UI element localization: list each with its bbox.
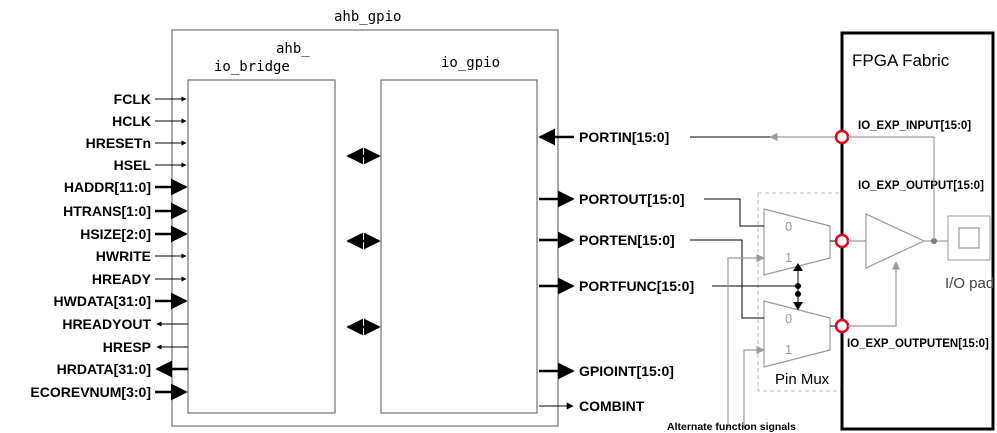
buffer-enable-route bbox=[848, 261, 901, 327]
portout-label: PORTOUT[15:0] bbox=[579, 191, 685, 207]
bridge-gpio-links bbox=[346, 147, 381, 336]
left-signal-list: FCLK HCLK HRESETn HSEL HADDR[11:0] HTRAN… bbox=[30, 91, 188, 401]
fabric-output-label: IO_EXP_OUTPUT[15:0] bbox=[858, 180, 984, 192]
fabric-input-node bbox=[834, 129, 850, 145]
signal-label: FCLK bbox=[114, 91, 151, 107]
portout-route bbox=[704, 198, 764, 227]
signal-label: ECOREVNUM[3:0] bbox=[30, 384, 151, 400]
pin-mux-label: Pin Mux bbox=[775, 371, 830, 388]
signal-label: HRESP bbox=[103, 339, 151, 355]
signal-label: HTRANS[1:0] bbox=[63, 203, 151, 219]
signal-label: HWDATA[31:0] bbox=[54, 293, 151, 309]
io-gpio-block bbox=[380, 79, 538, 414]
mux-lower bbox=[763, 300, 831, 368]
porten-label: PORTEN[15:0] bbox=[579, 232, 675, 248]
fabric-input-label: IO_EXP_INPUT[15:0] bbox=[858, 120, 971, 132]
alt-function-label: Alternate function signals bbox=[667, 421, 796, 433]
alt-function-route-1 bbox=[727, 253, 765, 428]
fabric-output-node bbox=[834, 233, 850, 249]
fabric-outputen-node bbox=[834, 318, 850, 334]
output-buffer bbox=[865, 213, 926, 269]
portfunc-label: PORTFUNC[15:0] bbox=[579, 278, 694, 294]
signal-label: HREADY bbox=[92, 271, 152, 287]
mux-upper-input-0: 0 bbox=[785, 219, 792, 234]
signal-label: HCLK bbox=[112, 113, 151, 129]
ahb-gpio-title: ahb_gpio bbox=[334, 9, 401, 25]
io-pad bbox=[947, 215, 991, 261]
signal-label: HREADYOUT bbox=[62, 316, 151, 332]
select-junction-dot bbox=[795, 291, 801, 297]
bridge-title-line1: ahb_ bbox=[276, 41, 310, 57]
fpga-fabric-title: FPGA Fabric bbox=[852, 51, 950, 70]
select-arrow-down-icon bbox=[793, 302, 803, 310]
io-gpio-title: io_gpio bbox=[441, 55, 500, 71]
io-pad-square-icon bbox=[958, 227, 980, 249]
mux-upper-input-1: 1 bbox=[785, 250, 792, 265]
mux-upper bbox=[763, 208, 831, 276]
mux-lower-input-1: 1 bbox=[785, 342, 792, 357]
select-junction-dot bbox=[795, 283, 801, 289]
select-arrow-up-icon bbox=[793, 263, 803, 271]
signal-label: HSEL bbox=[114, 157, 152, 173]
combint-label: COMBINT bbox=[579, 398, 645, 414]
alt-function-route-2 bbox=[743, 345, 765, 428]
signal-label: HWRITE bbox=[96, 248, 151, 264]
io-pad-label: I/O pad bbox=[945, 275, 994, 292]
portin-label: PORTIN[15:0] bbox=[579, 129, 669, 145]
signal-label: HSIZE[2:0] bbox=[80, 226, 151, 242]
fabric-outputen-label: IO_EXP_OUTPUTEN[15:0] bbox=[847, 338, 989, 350]
gpioint-label: GPIOINT[15:0] bbox=[579, 363, 674, 379]
porten-route bbox=[690, 239, 764, 319]
bridge-title-line2: io_bridge bbox=[214, 59, 290, 75]
right-signal-list: PORTIN[15:0] PORTOUT[15:0] PORTEN[15:0] … bbox=[538, 128, 694, 414]
signal-label: HRDATA[31:0] bbox=[57, 361, 151, 377]
signal-label: HRESETn bbox=[86, 135, 151, 151]
signal-label: HADDR[11:0] bbox=[64, 179, 151, 195]
ahb-io-bridge-block bbox=[187, 79, 336, 414]
mux-lower-input-0: 0 bbox=[785, 311, 792, 326]
